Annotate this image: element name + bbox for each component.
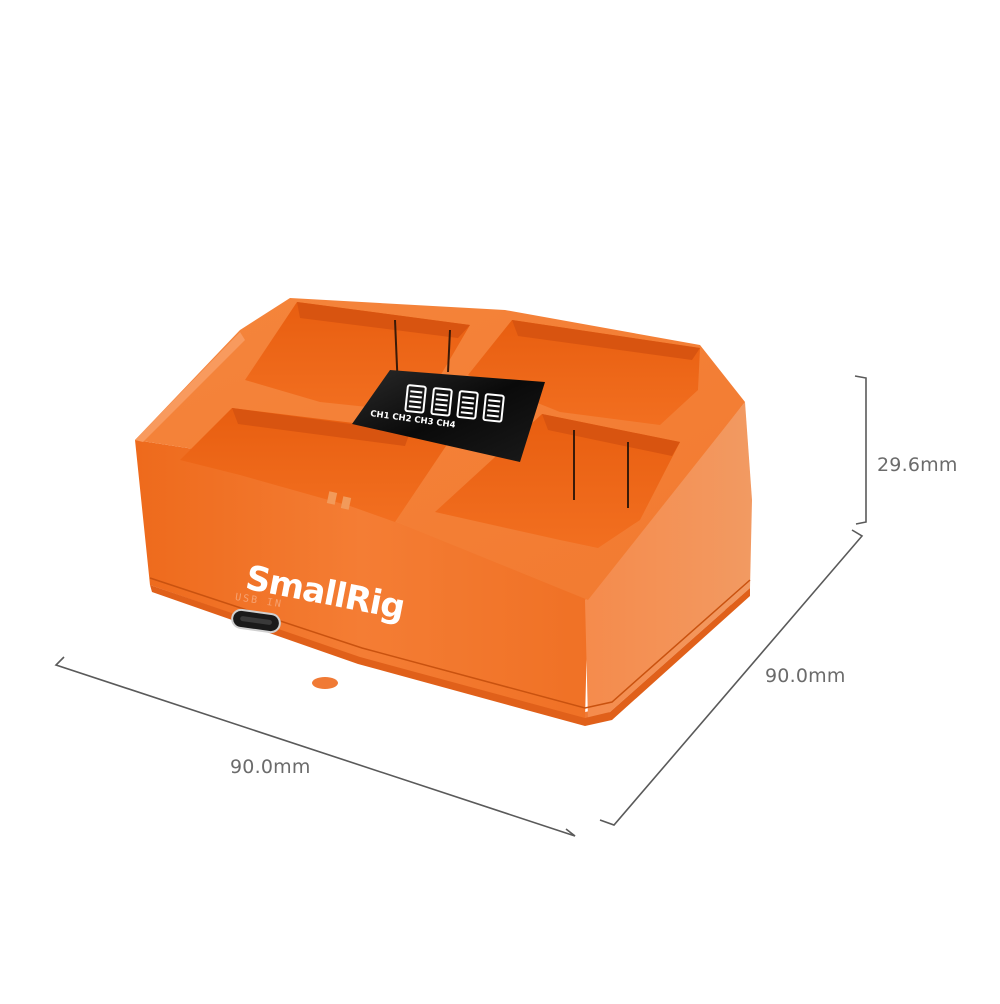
usb-c-port [231,608,281,634]
lcd-display: CH1 CH2 CH3 CH4 [352,370,545,462]
display-ch3-label: CH3 [414,415,435,428]
width-dimension-label: 90.0mm [230,756,311,778]
display-ch2-label: CH2 [392,412,413,425]
battery-slot-ch4 [468,320,700,425]
depth-dimension-label: 90.0mm [765,665,846,687]
display-ch1-label: CH1 [370,409,391,422]
battery-slot-ch2 [180,408,450,522]
right-face [585,402,752,720]
display-ch4-label: CH4 [436,418,457,431]
height-dimension-label: 29.6mm [877,454,958,476]
front-face [135,440,588,720]
battery-slot-ch3 [435,414,680,548]
dimension-lines [54,375,867,837]
battery-level-icons [404,384,505,423]
width-dimension-line [54,656,576,837]
height-dimension-line [854,375,867,525]
depth-dimension-line [599,529,864,826]
